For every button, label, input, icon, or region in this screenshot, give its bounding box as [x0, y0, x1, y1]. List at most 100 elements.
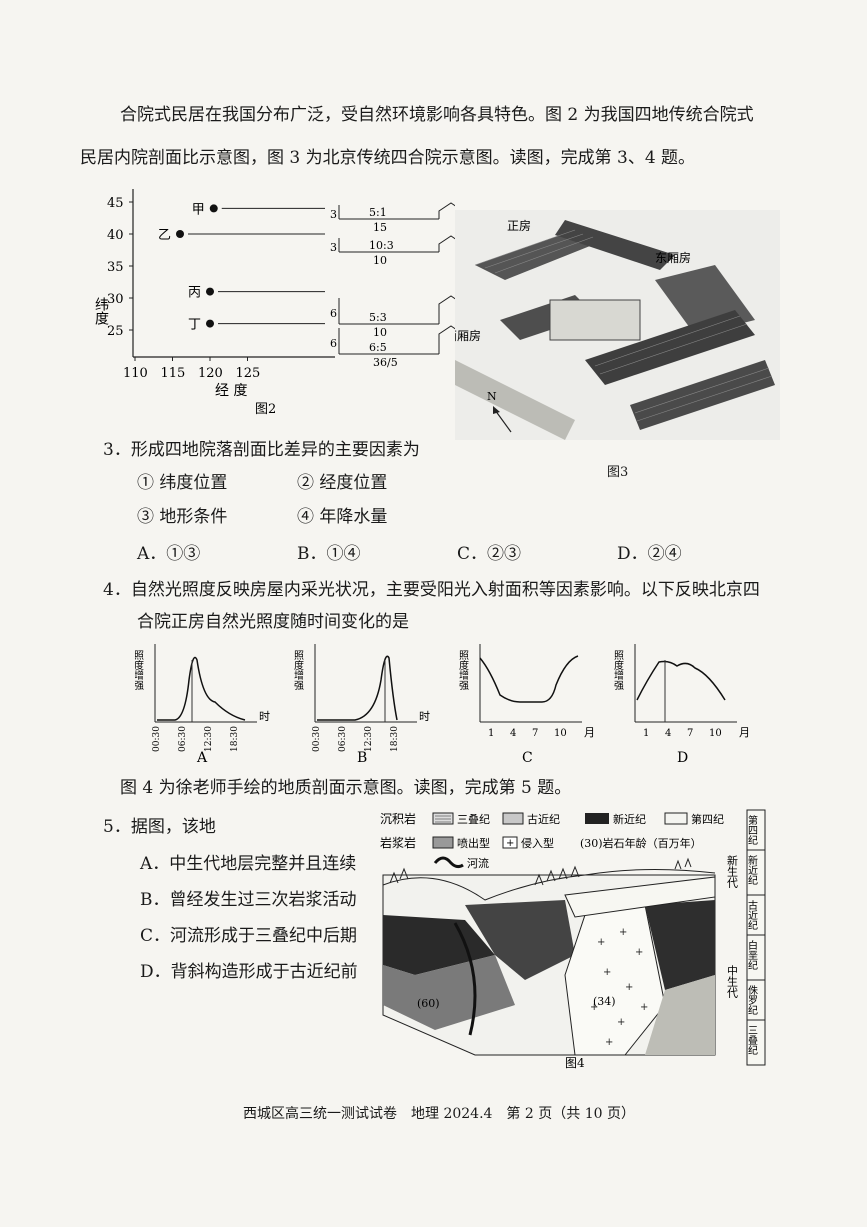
q5-option-c[interactable]: C．河流形成于三叠纪中后期 [140, 926, 358, 946]
extrusive-swatch [432, 836, 454, 849]
chart-tick-label: 12:30 [204, 726, 214, 752]
label-west-wing: 西厢房 [455, 328, 481, 343]
chart-tick-label: 4 [665, 728, 671, 739]
legend-magmatic: 岩浆岩 [380, 835, 416, 850]
fig2-xtick-label: 125 [236, 366, 261, 381]
col-jurassic: 侏罗纪 [746, 985, 758, 1015]
chart-ylabel: 照度增强 [457, 650, 469, 691]
era-mesozoic: 中生代 [726, 965, 739, 999]
legend-age: (30)岩石年龄（百万年） [580, 836, 702, 850]
q3-option-b[interactable]: B．①④ [297, 544, 361, 564]
chart-tick-label: 7 [687, 728, 693, 739]
fig2-ratio-label: 5:1 [369, 206, 387, 219]
section-block: +++ +++ +++ [382, 857, 716, 1056]
figure-3-siheyuan: 正房 东厢房 西厢房 N [455, 210, 780, 440]
chart-curve [636, 660, 726, 701]
q5-option-b[interactable]: B．曾经发生过三次岩浆活动 [140, 890, 357, 910]
fig4-caption: 图4 [565, 1056, 585, 1070]
main-house-roof [475, 230, 605, 280]
legend-paleogene: 古近纪 [527, 813, 560, 826]
fig2-width-label: 36/5 [373, 356, 398, 369]
chart-tick-label: 12:30 [364, 726, 374, 752]
chart-ylabel: 照度增强 [292, 650, 304, 691]
fig2-height-label: 6 [330, 307, 337, 320]
q3-option-a[interactable]: A．①③ [137, 544, 201, 564]
legend-neogene: 新近纪 [613, 812, 646, 826]
house-icon [438, 235, 455, 252]
era-cenozoic: 新生代 [726, 854, 739, 889]
q4-stem-line-2: 合院正房自然光照度随时间变化的是 [137, 612, 409, 632]
fig2-ratio-label: 5:3 [369, 311, 387, 324]
river-icon [433, 856, 464, 869]
svg-text:+: + [605, 1037, 613, 1048]
north-arrow-icon [494, 409, 512, 433]
q3-item-2: ② 经度位置 [297, 473, 388, 493]
q3-option-c[interactable]: C．②③ [457, 544, 522, 564]
fig2-point-name: 丙 [188, 286, 201, 301]
neogene-swatch [585, 813, 609, 824]
fig2-ytick-label: 35 [107, 260, 124, 275]
fig2-point-dot [176, 230, 184, 238]
q3-item-4: ④ 年降水量 [297, 507, 388, 527]
rock-age-34: (34) [593, 995, 616, 1008]
q5-option-d[interactable]: D．背斜构造形成于古近纪前 [140, 962, 358, 982]
intro-line-2: 民居内院剖面比示意图，图 3 为北京传统四合院示意图。读图，完成第 3、4 题。 [80, 148, 696, 168]
fig2-point-dot [206, 319, 214, 328]
legend-river: 河流 [467, 856, 489, 870]
svg-text:+: + [617, 1017, 625, 1028]
svg-text:+: + [619, 927, 627, 938]
chart-unit: 月 [739, 726, 750, 739]
svg-text:+: + [590, 1002, 598, 1013]
fig2-ytick-label: 25 [107, 324, 124, 339]
chart-tick-label: 06:30 [178, 726, 188, 752]
fig2-point-name: 甲 [192, 202, 205, 217]
fig4-intro: 图 4 为徐老师手绘的地质剖面示意图。读图，完成第 5 题。 [120, 778, 572, 798]
chart-option-label: D [677, 750, 688, 765]
north-label: N [487, 390, 497, 403]
figure-4-geologic-section: 沉积岩 三叠纪 古近纪 新近纪 第四纪 岩浆岩 喷出型 + 侵入型 (30)岩石… [380, 809, 766, 1070]
legend-extrusive: 喷出型 [457, 836, 490, 850]
q3-stem: 3．形成四地院落剖面比差异的主要因素为 [103, 440, 420, 460]
fig2-xtick-label: 115 [161, 366, 186, 381]
fig2-ytick-label: 45 [107, 196, 124, 211]
intrusive-swatch [502, 836, 518, 849]
label-main-house: 正房 [507, 218, 531, 233]
q5-stem: 5．据图，该地 [103, 817, 216, 837]
legend-triassic: 三叠纪 [457, 813, 490, 826]
fig2-width-label: 10 [373, 254, 387, 267]
col-quaternary: 第四纪 [746, 814, 758, 845]
col-paleogene: 古近纪 [746, 899, 758, 930]
chart-tick-label: 18:30 [230, 726, 240, 752]
fig2-height-label: 6 [330, 337, 337, 350]
fig2-xtick-label: 120 [198, 366, 223, 381]
chart-option-label: B [357, 750, 367, 765]
fig2-xtick-label: 110 [123, 366, 148, 381]
fig3-caption: 图3 [607, 465, 629, 480]
q3-option-d[interactable]: D．②④ [617, 544, 682, 564]
fig2-caption: 图2 [255, 402, 276, 417]
svg-text:+: + [640, 1002, 648, 1013]
svg-text:+: + [506, 838, 514, 849]
house-icon [438, 325, 455, 354]
house-icon [438, 202, 455, 219]
q5-option-a[interactable]: A．中生代地层完整并且连续 [140, 854, 357, 874]
house-icon [438, 295, 455, 324]
chart-tick-label: 06:30 [338, 726, 348, 752]
svg-text:+: + [625, 982, 633, 993]
chart-curve [157, 656, 246, 721]
svg-text:+: + [603, 967, 611, 978]
chart-unit: 月 [584, 726, 595, 739]
fig2-width-label: 15 [373, 221, 387, 234]
chart-tick-label: 00:30 [312, 726, 322, 752]
fig2-point-dot [206, 287, 214, 296]
chart-option-label: C [522, 750, 533, 765]
svg-text:+: + [597, 937, 605, 948]
col-cretaceous: 白垩纪 [746, 939, 758, 970]
